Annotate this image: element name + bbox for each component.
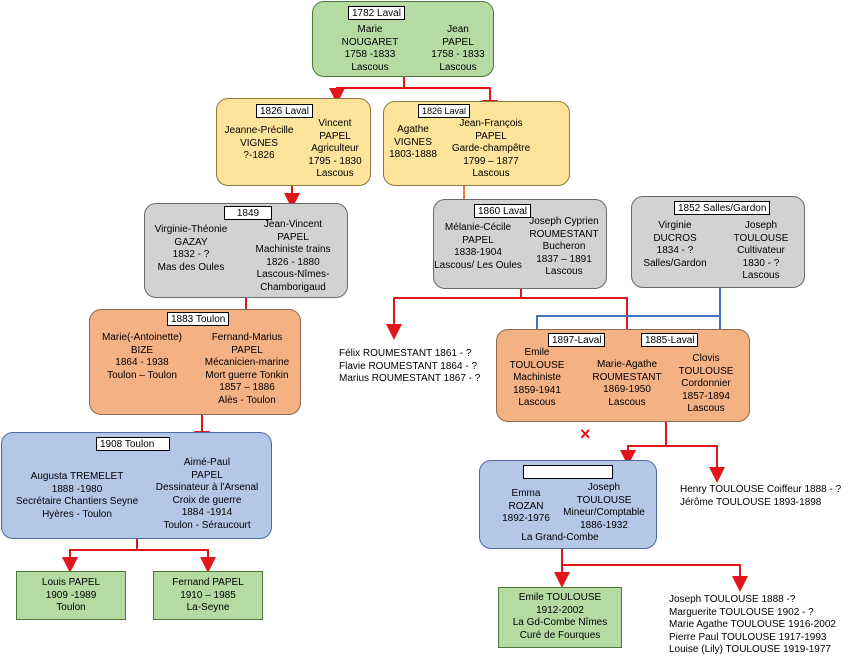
marriage-label: 1849 <box>224 206 272 220</box>
marriage-label-1885: 1885-Laval <box>641 333 699 347</box>
link-gen3c-emile <box>529 288 721 346</box>
marriage-label-1897: 1897-Laval <box>548 333 606 347</box>
marriage-label: 1908 Toulon <box>96 437 170 451</box>
roumestant-children-list: Félix ROUMESTANT 1861 - ?Flavie ROUMESTA… <box>339 348 481 384</box>
marriage-label: 1860 Laval <box>474 204 531 218</box>
marriage-label: 1826 Laval <box>418 104 471 118</box>
link-gen3b-children <box>386 289 522 340</box>
person-box-emile-toulouse-junior <box>498 587 622 648</box>
marriage-label: 1826 Laval <box>256 104 313 118</box>
place-la-grand-combe: La Grand-Combe <box>521 532 599 543</box>
joseph-children-list: Joseph TOULOUSE 1888 -?Marguerite TOULOU… <box>669 594 836 655</box>
link-gen1-gen2 <box>329 77 405 104</box>
marriage-label: 1782 Laval <box>348 6 405 20</box>
link-gen5a-gen6b <box>137 549 216 573</box>
link-gen4b-gen5b <box>620 422 667 466</box>
couple-box-bize-papel <box>89 309 301 415</box>
link-gen5b-joseph-children <box>562 564 748 592</box>
couple-box-toulouse-roumestant <box>496 329 750 422</box>
marriage-label: 1852 Salles/Gardon <box>674 201 771 215</box>
separation-cross-icon: × <box>580 424 591 444</box>
link-gen5a-gen6 <box>62 539 138 573</box>
couple-box-vignes-papel-2 <box>383 101 570 186</box>
marriage-label-empty <box>523 465 613 479</box>
link-gen4b-clovis-children <box>666 445 725 483</box>
marriage-label: 1883 Toulon <box>167 312 230 326</box>
clovis-children-list: Henry TOULOUSE Coiffeur 1888 - ?Jérôme T… <box>680 484 842 508</box>
person-box-louis-papel <box>16 571 126 620</box>
person-box-fernand-papel <box>153 571 263 620</box>
